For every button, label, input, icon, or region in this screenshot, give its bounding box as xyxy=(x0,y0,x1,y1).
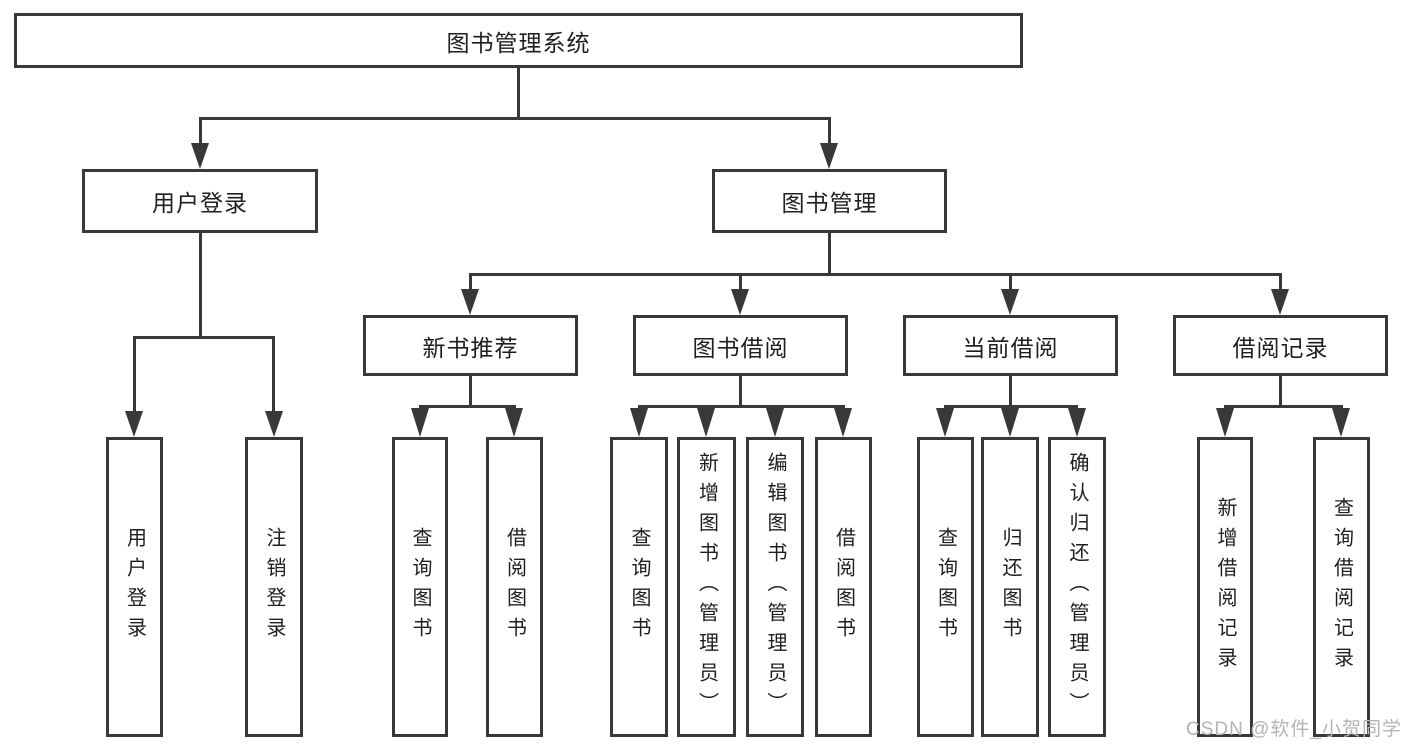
connector-root-horizontal xyxy=(199,117,831,120)
connector-rec-vertical xyxy=(469,376,472,408)
arrowhead-to-leaf-user-login xyxy=(125,411,143,437)
leaf-user-login-label: 用户登录 xyxy=(123,527,146,647)
arrowhead-to-new-book-recommend xyxy=(461,289,479,315)
connector-mgmt-vertical xyxy=(828,233,831,276)
arrowhead-to-edit-book xyxy=(766,408,784,437)
leaf-query-borrow-record: 查询借阅记录 xyxy=(1313,437,1370,737)
node-user-login: 用户登录 xyxy=(82,169,318,233)
connector-mgmt-horizontal xyxy=(469,273,1282,276)
node-book-management-label: 图书管理 xyxy=(781,190,878,216)
node-root-label: 图书管理系统 xyxy=(446,29,591,56)
arrowhead-to-confirm-return xyxy=(1068,408,1086,437)
leaf-confirm-return-admin: 确认归还（管理员） xyxy=(1048,437,1106,737)
leaf-borrow-book-2: 借阅图书 xyxy=(815,437,872,737)
leaf-edit-book-admin-label: 编辑图书（管理员） xyxy=(764,452,786,722)
connector-root-stub-right xyxy=(828,117,831,145)
leaf-query-borrow-record-label: 查询借阅记录 xyxy=(1330,497,1353,677)
arrowhead-to-query-book-1 xyxy=(411,408,429,437)
connector-mgmt-stub-2 xyxy=(739,273,742,291)
leaf-logout: 注销登录 xyxy=(245,437,303,737)
connector-mgmt-stub-4 xyxy=(1279,273,1282,291)
connector-root-vertical xyxy=(517,68,520,120)
connector-root-stub-left xyxy=(199,117,202,145)
node-book-borrow-label: 图书借阅 xyxy=(692,334,789,361)
leaf-query-book-3: 查询图书 xyxy=(917,437,974,737)
leaf-query-book-2: 查询图书 xyxy=(610,437,668,737)
node-book-borrow: 图书借阅 xyxy=(633,315,848,376)
arrowhead-to-borrow-records xyxy=(1271,289,1289,315)
leaf-query-book-1-label: 查询图书 xyxy=(409,527,431,647)
arrowhead-to-query-record xyxy=(1332,408,1350,437)
connector-current-vertical xyxy=(1009,376,1012,408)
connector-rec-horizontal xyxy=(419,405,516,408)
leaf-query-book-1: 查询图书 xyxy=(392,437,448,737)
connector-login-stub-1 xyxy=(133,336,136,413)
arrowhead-to-leaf-logout xyxy=(265,411,283,437)
arrowhead-to-current-borrow xyxy=(1001,289,1019,315)
leaf-return-book: 归还图书 xyxy=(981,437,1039,737)
leaf-add-book-admin-label: 新增图书（管理员） xyxy=(695,452,718,722)
arrowhead-to-query-book-3 xyxy=(936,408,954,437)
csdn-watermark: CSDN @软件_小贺同学 xyxy=(1186,719,1402,740)
arrowhead-to-book-borrow xyxy=(731,289,749,315)
arrowhead-to-return-book xyxy=(1001,408,1019,437)
node-borrow-records: 借阅记录 xyxy=(1173,315,1388,376)
node-new-book-recommend-label: 新书推荐 xyxy=(422,334,519,361)
node-current-borrow: 当前借阅 xyxy=(903,315,1118,376)
leaf-query-book-2-label: 查询图书 xyxy=(628,527,650,647)
node-book-management: 图书管理 xyxy=(712,169,947,233)
connector-login-stub-2 xyxy=(272,336,275,413)
connector-mgmt-stub-3 xyxy=(1009,273,1012,291)
leaf-add-borrow-record-label: 新增借阅记录 xyxy=(1214,497,1236,677)
leaf-borrow-book-2-label: 借阅图书 xyxy=(832,527,855,647)
connector-current-horizontal xyxy=(944,405,1078,408)
node-user-login-label: 用户登录 xyxy=(152,190,248,216)
arrowhead-to-add-record xyxy=(1216,408,1234,437)
leaf-borrow-book-1: 借阅图书 xyxy=(486,437,543,737)
connector-login-vertical xyxy=(199,233,202,339)
leaf-borrow-book-1-label: 借阅图书 xyxy=(503,527,526,647)
connector-borrow-vertical xyxy=(739,376,742,408)
leaf-return-book-label: 归还图书 xyxy=(999,527,1021,647)
node-borrow-records-label: 借阅记录 xyxy=(1232,334,1329,361)
leaf-query-book-3-label: 查询图书 xyxy=(934,527,957,647)
connector-borrow-horizontal xyxy=(638,405,845,408)
connector-records-horizontal xyxy=(1224,405,1343,408)
node-root: 图书管理系统 xyxy=(14,13,1023,68)
connector-records-vertical xyxy=(1279,376,1282,408)
leaf-confirm-return-admin-label: 确认归还（管理员） xyxy=(1066,452,1088,722)
leaf-add-book-admin: 新增图书（管理员） xyxy=(677,437,736,737)
arrowhead-to-user-login xyxy=(191,143,209,169)
arrowhead-to-book-management xyxy=(820,143,838,169)
connector-login-horizontal xyxy=(133,336,275,339)
node-new-book-recommend: 新书推荐 xyxy=(363,315,578,376)
leaf-logout-label: 注销登录 xyxy=(263,527,285,647)
connector-mgmt-stub-1 xyxy=(469,273,472,291)
leaf-add-borrow-record: 新增借阅记录 xyxy=(1197,437,1253,737)
arrowhead-to-query-book-2 xyxy=(630,408,648,437)
arrowhead-to-borrow-book-1 xyxy=(505,408,523,437)
node-current-borrow-label: 当前借阅 xyxy=(962,334,1059,361)
arrowhead-to-add-book xyxy=(697,408,715,437)
arrowhead-to-borrow-book-2 xyxy=(834,408,852,437)
leaf-user-login: 用户登录 xyxy=(106,437,163,737)
leaf-edit-book-admin: 编辑图书（管理员） xyxy=(746,437,804,737)
